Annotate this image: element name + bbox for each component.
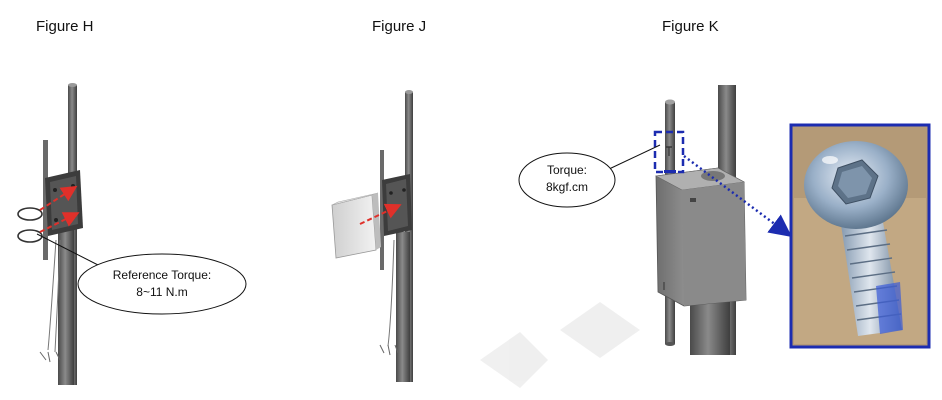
bolt-highlight-box bbox=[653, 130, 685, 174]
figure-h-callout: Reference Torque: 8~11 N.m bbox=[36, 233, 247, 315]
figure-j-drawing bbox=[331, 90, 413, 382]
bolt-photo-icon bbox=[789, 123, 931, 349]
figure-k-callout: Torque: 8kgf.cm bbox=[518, 144, 661, 208]
figure-k-drawing bbox=[655, 85, 747, 355]
figure-k-callout-line1: Torque: bbox=[547, 163, 587, 177]
figure-j-title: Figure J bbox=[372, 18, 427, 35]
figure-k-title: Figure K bbox=[662, 18, 719, 35]
watermark-shape bbox=[480, 302, 640, 388]
figure-h-callout-line2: 8~11 N.m bbox=[136, 285, 187, 299]
figure-h-drawing bbox=[17, 83, 83, 385]
figure-k-callout-line2: 8kgf.cm bbox=[546, 180, 588, 194]
figure-h-title: Figure H bbox=[36, 18, 94, 35]
figure-h-callout-line1: Reference Torque: bbox=[113, 268, 212, 282]
zoom-arrow bbox=[683, 155, 792, 237]
